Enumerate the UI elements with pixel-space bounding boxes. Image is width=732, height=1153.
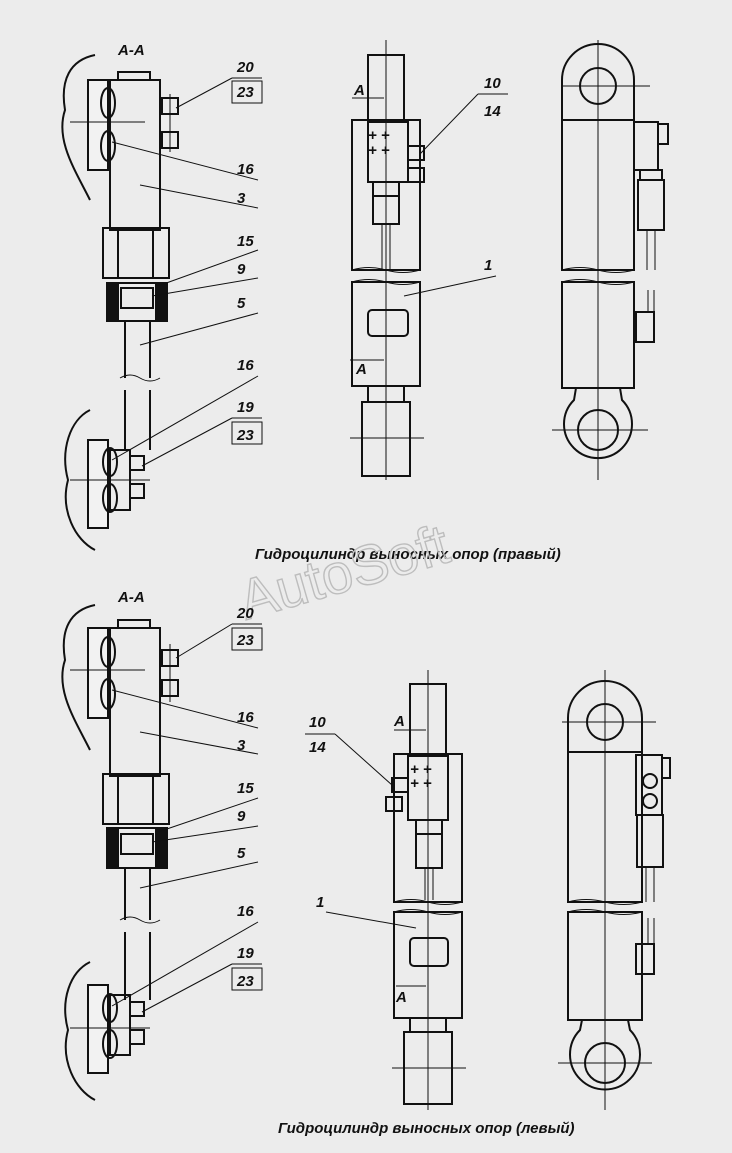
callout-bottom-23a: 23 (236, 632, 254, 649)
top-section-view: А-А (61, 42, 263, 551)
svg-text:+ +: + + (410, 775, 432, 792)
callout-bottom-1: 1 (316, 894, 324, 911)
callout-top-19: 19 (237, 399, 254, 416)
callout-top-20: 20 (236, 59, 254, 76)
bottom-side-view (558, 670, 671, 1110)
view-arrow-bottom-a: А (393, 713, 405, 730)
view-arrow-top-a: А (353, 82, 365, 99)
callout-bottom-23b: 23 (236, 973, 254, 990)
callout-bottom-3: 3 (237, 737, 246, 754)
callout-bottom-19: 19 (237, 945, 254, 962)
svg-text:+ +: + + (368, 142, 390, 159)
callout-bottom-14: 14 (309, 739, 326, 756)
callout-top-14: 14 (484, 103, 501, 120)
callout-top-3: 3 (237, 190, 246, 207)
bottom-front-view: А + + + + А 10 14 1 (305, 670, 466, 1110)
bottom-section-view: А-А (61, 589, 263, 1101)
callout-top-10: 10 (484, 75, 501, 92)
callout-bottom-10: 10 (309, 714, 326, 731)
watermark: AutoSoft (232, 512, 456, 632)
callout-bottom-15: 15 (237, 780, 254, 797)
bottom-assembly: А-А (61, 589, 671, 1137)
callout-bottom-16b: 16 (237, 903, 254, 920)
callout-top-23a: 23 (236, 84, 254, 101)
top-assembly: А-А (61, 40, 669, 563)
section-label-bottom: А-А (117, 589, 145, 606)
caption-top: Гидроцилиндр выносных опор (правый) (255, 546, 561, 563)
callout-bottom-20: 20 (236, 605, 254, 622)
view-arrow-top-b: А (355, 361, 367, 378)
top-front-view: А + + + + А 10 14 1 (350, 40, 508, 480)
callout-top-9: 9 (237, 261, 246, 278)
callout-top-1: 1 (484, 257, 492, 274)
view-arrow-bottom-b: А (395, 989, 407, 1006)
section-label-top: А-А (117, 42, 145, 59)
callout-bottom-9: 9 (237, 808, 246, 825)
top-side-view (552, 40, 669, 480)
callout-bottom-5: 5 (237, 845, 246, 862)
callout-bottom-16a: 16 (237, 709, 254, 726)
svg-text:+ +: + + (410, 761, 432, 778)
callout-top-16b: 16 (237, 357, 254, 374)
callout-top-23b: 23 (236, 427, 254, 444)
caption-bottom: Гидроцилиндр выносных опор (левый) (278, 1120, 575, 1137)
callout-top-16a: 16 (237, 161, 254, 178)
callout-top-15: 15 (237, 233, 254, 250)
svg-text:+ +: + + (368, 127, 390, 144)
callout-top-5: 5 (237, 295, 246, 312)
